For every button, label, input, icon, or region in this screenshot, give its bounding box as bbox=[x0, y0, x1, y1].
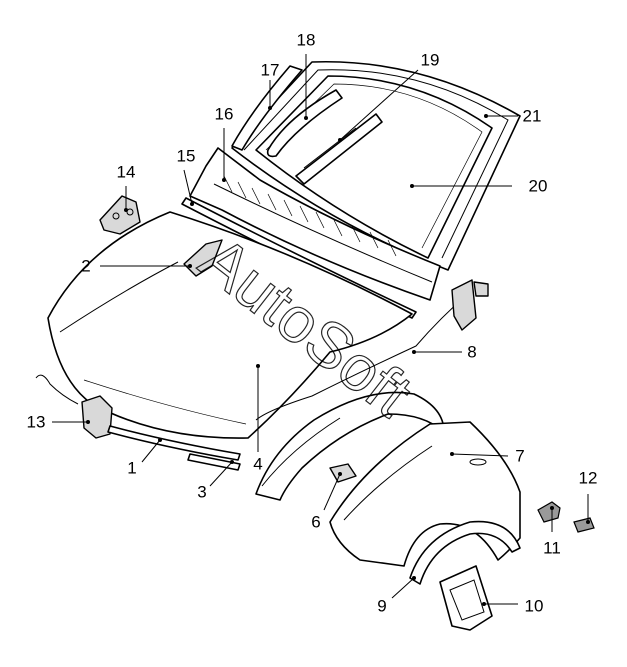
callout-21: 21 bbox=[523, 107, 542, 126]
hood-latch bbox=[35, 374, 113, 439]
hood-hinge bbox=[99, 195, 141, 235]
hood-hinge-bracket bbox=[183, 239, 223, 277]
mud-flap bbox=[439, 565, 493, 631]
callout-3: 3 bbox=[197, 483, 206, 502]
windshield-glass bbox=[255, 75, 493, 259]
callout-16: 16 bbox=[215, 105, 234, 124]
trim-clip bbox=[573, 517, 595, 533]
callout-9: 9 bbox=[377, 597, 386, 616]
callout-labels: 1 2 3 4 6 7 8 9 10 11 12 13 14 15 16 17 … bbox=[27, 31, 598, 616]
lower-seal-strip bbox=[187, 453, 241, 471]
callout-7: 7 bbox=[515, 447, 524, 466]
release-cable bbox=[255, 279, 489, 421]
callout-19: 19 bbox=[421, 51, 440, 70]
front-fender bbox=[329, 421, 521, 567]
side-marker-lamp bbox=[537, 501, 561, 523]
wheel-arch-liner bbox=[409, 520, 521, 585]
sun-visor bbox=[266, 89, 343, 158]
callout-14: 14 bbox=[117, 163, 136, 182]
fender-bracket bbox=[329, 463, 357, 483]
cowl-panel bbox=[189, 147, 441, 301]
leader-dots bbox=[86, 106, 590, 606]
callout-2: 2 bbox=[81, 257, 90, 276]
callout-10: 10 bbox=[525, 597, 544, 616]
callout-1: 1 bbox=[127, 459, 136, 478]
callout-20: 20 bbox=[529, 177, 548, 196]
callout-15: 15 bbox=[177, 147, 196, 166]
a-pillar-trim bbox=[231, 65, 303, 151]
callout-6: 6 bbox=[311, 513, 320, 532]
callout-11: 11 bbox=[543, 539, 561, 558]
leader-lines bbox=[52, 54, 589, 605]
callout-8: 8 bbox=[467, 343, 476, 362]
callout-12: 12 bbox=[579, 469, 598, 488]
callout-17: 17 bbox=[261, 61, 280, 80]
callout-13: 13 bbox=[27, 413, 46, 432]
front-seal-strip bbox=[107, 425, 241, 461]
wiper-arm bbox=[295, 113, 383, 185]
callout-4: 4 bbox=[253, 455, 262, 474]
callout-18: 18 bbox=[297, 31, 316, 50]
